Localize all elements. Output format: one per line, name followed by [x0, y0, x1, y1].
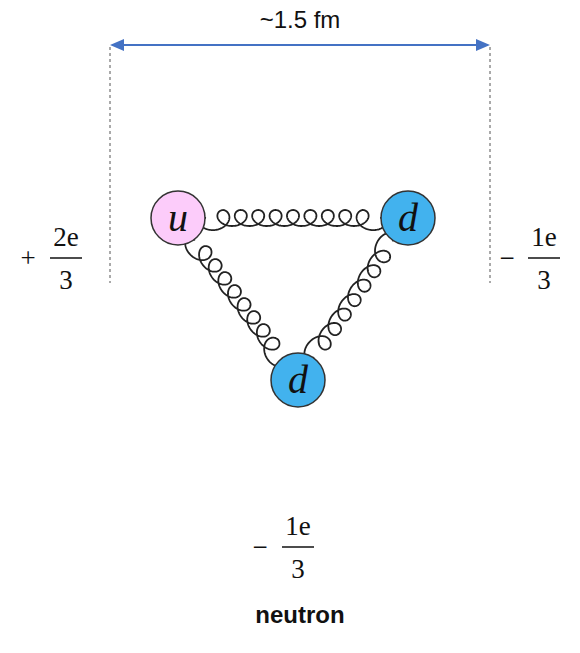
gluon-spring	[304, 233, 394, 360]
gluon-spring	[200, 210, 386, 230]
quark-circle: d	[270, 352, 326, 408]
fraction-bar	[50, 257, 82, 259]
charge-denominator: 3	[537, 267, 551, 294]
quark-disc	[151, 191, 205, 245]
quark-circle: u	[150, 190, 206, 246]
dimension-label: ~1.5 fm	[260, 8, 341, 32]
fraction-bar	[528, 257, 560, 259]
charge-numerator: 1e	[531, 224, 556, 251]
quark-disc	[271, 353, 325, 407]
charge-numerator: 2e	[53, 224, 78, 251]
fraction-bar	[282, 546, 314, 548]
charge-denominator: 3	[291, 556, 305, 583]
gluon-line	[200, 210, 386, 230]
charge-sign: −	[252, 534, 267, 561]
neutron-disc	[111, 97, 488, 474]
charge-sign: −	[499, 245, 514, 272]
quark-symbol: d	[288, 360, 308, 400]
extension-line	[110, 47, 111, 283]
neutron-outline	[109, 95, 489, 475]
charge-denominator: 3	[59, 267, 73, 294]
neutron-circle: neutronudd	[109, 95, 489, 475]
particle-name: neutron	[255, 603, 344, 627]
gluon-line	[185, 237, 283, 366]
extension-line	[490, 47, 491, 283]
quark-symbol: d	[398, 198, 418, 238]
charge-numerator: 1e	[285, 513, 310, 540]
dimension-line	[120, 44, 480, 46]
gluon-line	[304, 233, 394, 360]
quark-circle: d	[380, 190, 436, 246]
gluon-spring	[185, 237, 283, 366]
charge-sign: +	[20, 245, 35, 272]
quark-disc	[381, 191, 435, 245]
dimension-arrowhead	[110, 39, 124, 51]
dimension-arrowhead	[476, 39, 490, 51]
quark-symbol: u	[168, 198, 188, 238]
